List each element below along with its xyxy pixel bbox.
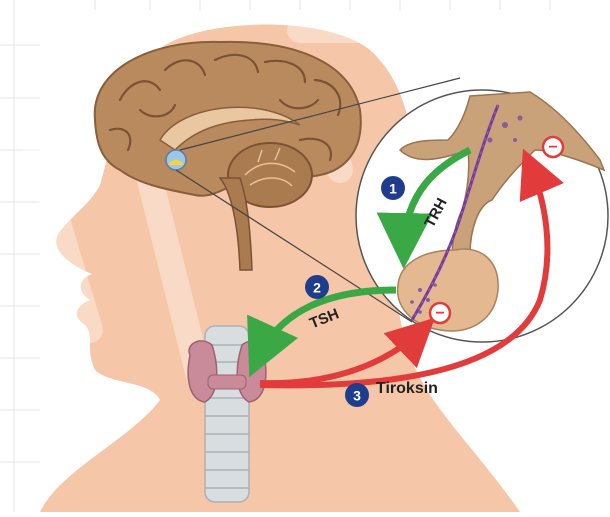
svg-text:1: 1 [389,181,397,197]
inhibition-symbol-pituitary: − [430,303,450,323]
pituitary-zoom-circle [356,90,608,342]
svg-text:−: − [435,305,444,322]
svg-text:2: 2 [313,280,321,296]
inhibition-symbol-hypothalamus: − [543,137,563,157]
tiroksin-label: Tiroksin [376,380,438,397]
step-badge-3: 3 [345,383,369,407]
step-badge-1: 1 [381,176,405,200]
svg-text:−: − [548,139,557,156]
svg-text:3: 3 [353,388,361,404]
step-badge-2: 2 [305,275,329,299]
